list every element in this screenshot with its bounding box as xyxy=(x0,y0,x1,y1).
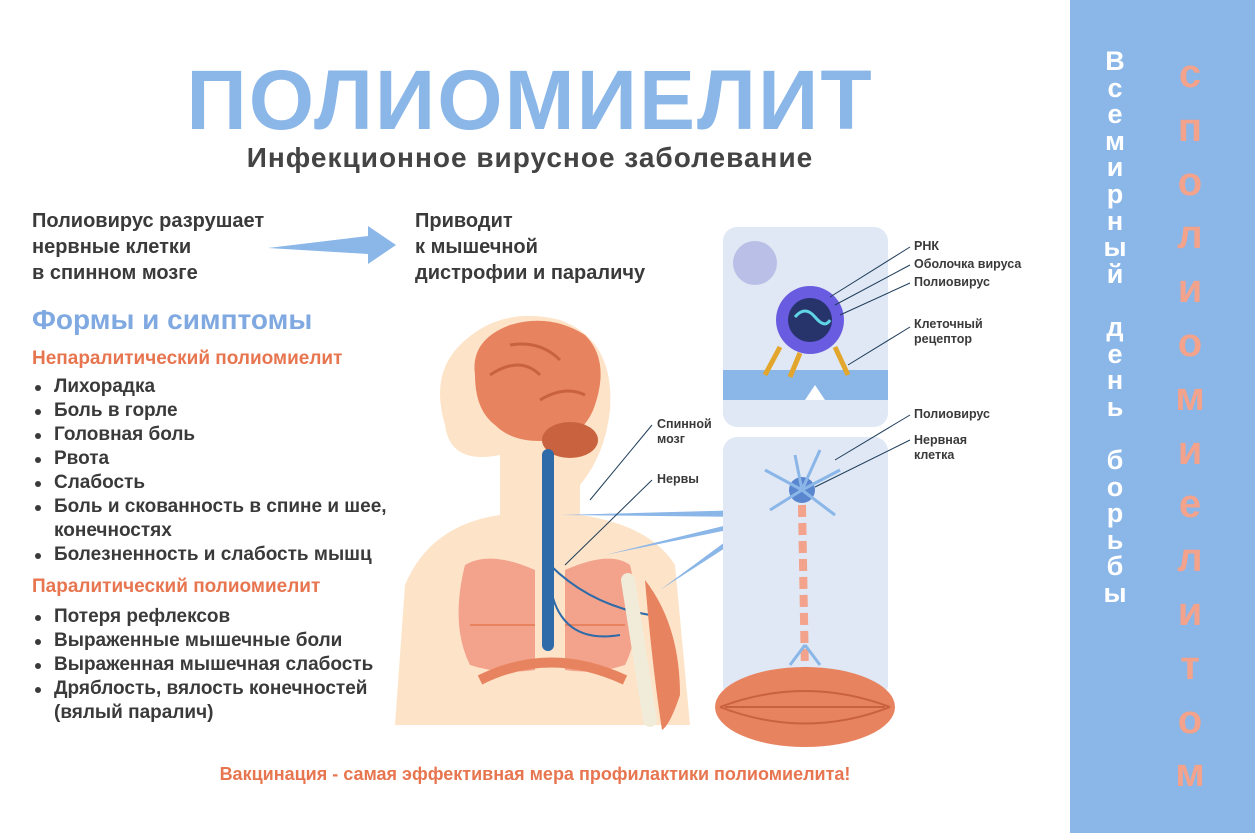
label-rna: РНК xyxy=(914,239,939,253)
vertical-letter: и xyxy=(1106,152,1124,183)
label-nerves: Нервы xyxy=(657,472,699,486)
vertical-letter: л xyxy=(1177,536,1203,581)
vertical-letter: и xyxy=(1177,589,1203,634)
vertical-letter xyxy=(1111,420,1119,447)
vertical-letter: ь xyxy=(1106,524,1124,555)
vertical-letter: й xyxy=(1106,258,1124,289)
vertical-letter: ы xyxy=(1103,577,1127,608)
vertical-letter: о xyxy=(1177,320,1203,365)
vaccination-note: Вакцинация - самая эффективная мера проф… xyxy=(219,764,851,784)
label-nerve-cell: Нервная клетка xyxy=(914,433,968,462)
vertical-letter: ь xyxy=(1106,391,1124,422)
list-item: Головная боль xyxy=(32,423,452,447)
brain xyxy=(474,320,601,441)
label-virus-shell: Оболочка вируса xyxy=(914,257,1022,271)
vertical-letter: м xyxy=(1105,125,1125,156)
right-arrow-icon xyxy=(268,226,396,264)
arm-muscle xyxy=(645,580,680,730)
paralytic-list: Потеря рефлексов Выраженные мышечные бол… xyxy=(32,605,392,725)
label-cell-receptor: Клеточный рецептор xyxy=(914,317,983,346)
vertical-letter: б xyxy=(1106,551,1124,582)
label-spinal-cord: Спинной мозг xyxy=(657,417,712,446)
vertical-letter: н xyxy=(1106,205,1124,236)
label-poliovirus-bottom: Полиовирус xyxy=(914,407,991,421)
arm-bone xyxy=(621,573,657,727)
right-lung xyxy=(565,558,637,672)
paralytic-heading: Паралитический полиомиелит xyxy=(32,576,321,597)
vertical-letter: п xyxy=(1177,105,1203,150)
vertical-letter: н xyxy=(1106,365,1124,396)
list-item: Рвота xyxy=(32,447,452,471)
forms-title: Формы и симптомы xyxy=(32,304,313,335)
intro-effect-text: Приводит к мышечной дистрофии и параличу xyxy=(415,210,646,284)
vertical-letter: о xyxy=(1177,697,1203,742)
vertical-letter: и xyxy=(1177,428,1203,473)
pointer-arrow xyxy=(560,510,750,517)
page-title: ПОЛИОМИЕЛИТ xyxy=(186,53,874,147)
vertical-letter: е xyxy=(1107,99,1123,130)
vertical-letter: м xyxy=(1175,374,1205,419)
intro-cause-text: Полиовирус разрушает нервные клетки в сп… xyxy=(32,210,265,284)
vertical-letter: т xyxy=(1180,643,1200,688)
vertical-letter: е xyxy=(1107,338,1123,369)
list-item: Боль и скованность в спине и шее, конечн… xyxy=(32,495,452,543)
page-subtitle: Инфекционное вирусное заболевание xyxy=(246,142,814,173)
vertical-letter: о xyxy=(1106,471,1124,502)
non-paralytic-list: Лихорадка Боль в горле Головная боль Рво… xyxy=(32,375,452,567)
list-item: Слабость xyxy=(32,471,452,495)
label-poliovirus-top: Полиовирус xyxy=(914,275,991,289)
list-item: Выраженная мышечная слабость xyxy=(32,653,392,677)
left-lung xyxy=(458,558,535,672)
vertical-letter: м xyxy=(1175,751,1205,796)
list-item: Болезненность и слабость мышц xyxy=(32,543,452,567)
vertical-letter: е xyxy=(1178,482,1202,527)
list-item: Потеря рефлексов xyxy=(32,605,392,629)
anatomy-svg xyxy=(395,227,911,747)
list-item: Выраженные мышечные боли xyxy=(32,629,392,653)
vertical-letter: о xyxy=(1177,159,1203,204)
vertical-letter: б xyxy=(1106,444,1124,475)
pointer-arrow xyxy=(605,520,752,555)
list-item: Лихорадка xyxy=(32,375,452,399)
vertical-letter: р xyxy=(1106,178,1124,209)
vertical-letter: д xyxy=(1106,311,1124,342)
vertical-letter: В xyxy=(1105,46,1125,76)
vertical-letter: л xyxy=(1177,213,1203,258)
vertical-letter: ы xyxy=(1103,232,1127,263)
vertical-letter: р xyxy=(1106,498,1124,529)
vertical-letter xyxy=(1111,287,1119,314)
vertical-letter: с xyxy=(1178,52,1202,96)
vertical-letter: и xyxy=(1177,267,1203,312)
vertical-letter: с xyxy=(1107,72,1123,103)
anatomy-illustration: Спинной мозг Нервы РНК Оболочка вируса П… xyxy=(390,225,1040,760)
non-paralytic-heading: Непаралитический полиомиелит xyxy=(32,348,343,369)
list-item: Дряблость, вялость конечностей (вялый па… xyxy=(32,677,392,725)
list-item: Боль в горле xyxy=(32,399,452,423)
